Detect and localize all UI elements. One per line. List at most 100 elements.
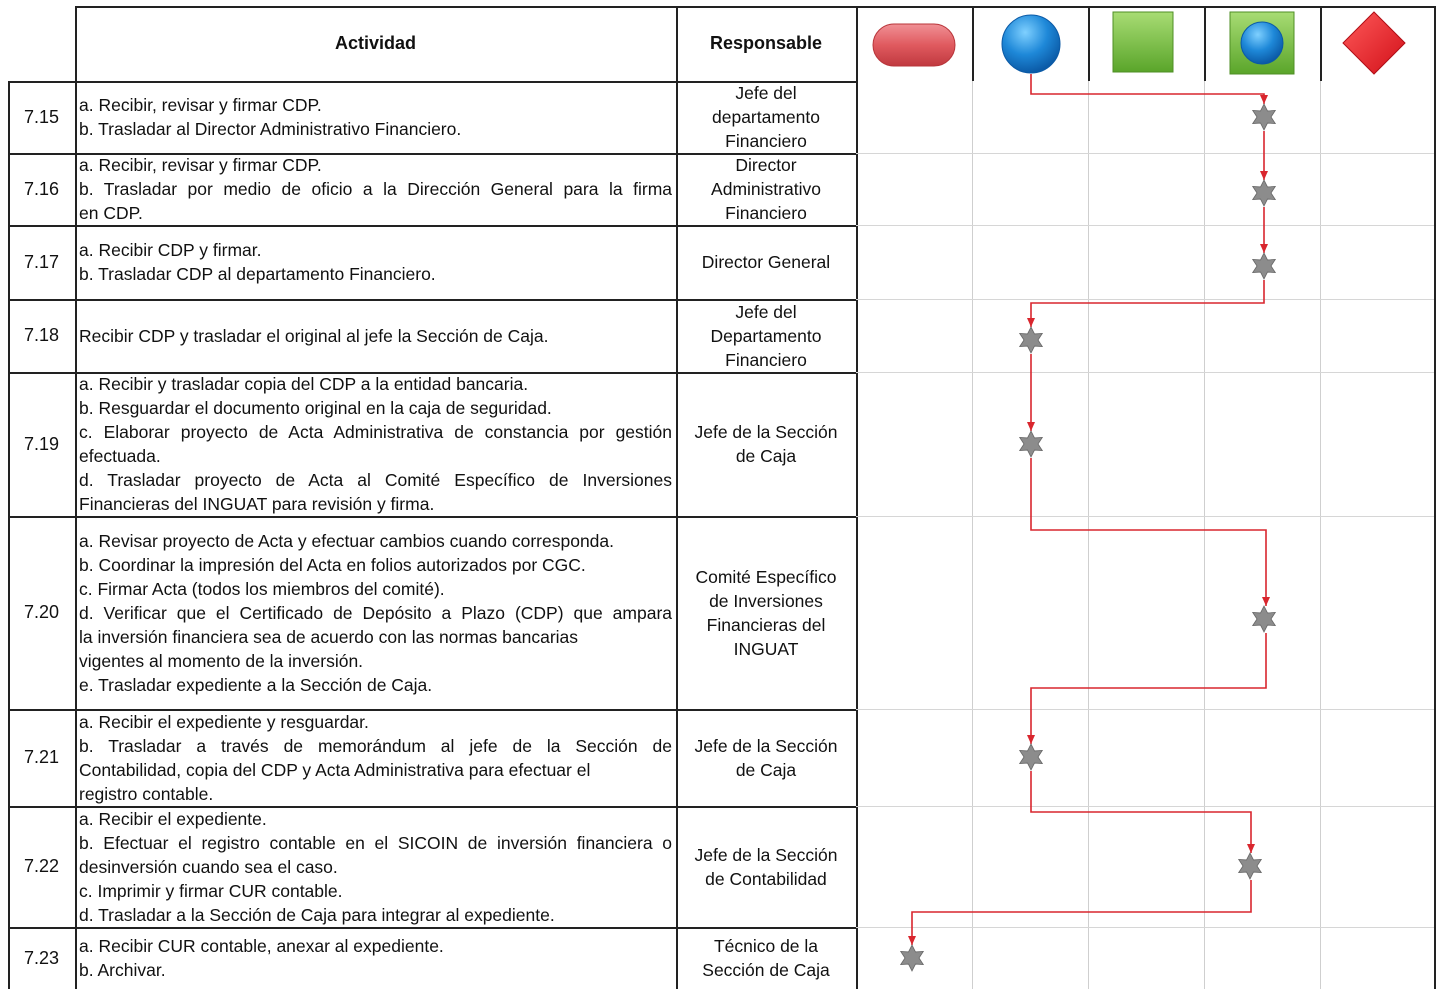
row-divider: [8, 516, 856, 518]
step-number: 7.15: [23, 106, 60, 127]
step-star-marker: [1018, 743, 1044, 771]
responsible-line: Jefe de la Sección: [694, 422, 838, 442]
responsible-column-header: Responsable: [709, 33, 823, 53]
activity-line: a. Recibir el expediente y resguardar.: [79, 711, 369, 732]
responsible-cell: Director General: [676, 225, 856, 299]
activity-description: a. Recibir el expediente.b. Efectuar el …: [75, 806, 676, 927]
flow-arrowhead: [1260, 95, 1268, 104]
row-divider: [8, 225, 856, 227]
activity-line: b. Archivar.: [79, 960, 166, 980]
lane-row-gridline: [856, 153, 1434, 154]
step-number: 7.21: [23, 747, 60, 767]
symbol-divider: [1204, 6, 1206, 81]
lane-gridline: [1320, 81, 1321, 989]
activity-line: b. Resguardar el documento original en l…: [79, 398, 552, 418]
row-divider: [8, 927, 856, 929]
activity-line: a. Recibir CDP y firmar.: [79, 240, 262, 260]
header-bottom-border: [8, 81, 856, 83]
lane-row-gridline: [856, 516, 1434, 517]
step-star-marker: [1251, 103, 1277, 131]
lane-gridline: [1204, 81, 1205, 989]
activity-line: c. Elaborar proyecto de Acta Administrat…: [79, 422, 672, 442]
step-number: 7.19: [23, 433, 60, 454]
lane-row-gridline: [856, 806, 1434, 807]
responsible-line: Jefe de la Sección: [694, 735, 838, 756]
flow-connector: [1030, 458, 1267, 606]
activity-description: a. Recibir, revisar y firmar CDP. b. Tras…: [75, 81, 676, 153]
table-top-border: [75, 6, 1434, 8]
activity-description: Recibir CDP y trasladar el original al j…: [75, 299, 676, 372]
activity-line: c. Imprimir y firmar CUR contable.: [79, 880, 343, 901]
lane-row-gridline: [856, 372, 1434, 373]
flow-connector: [1030, 280, 1265, 327]
responsible-line: Financieras del: [706, 614, 826, 635]
responsible-line: de Inversiones: [709, 590, 823, 611]
activity-line: d. Trasladar proyecto de Acta al Comité …: [79, 470, 672, 490]
step-star-marker: [1251, 179, 1277, 207]
table-right-border: [1434, 6, 1436, 989]
activity-line: b. Trasladar al Director Administrativo …: [79, 119, 462, 139]
activity-line: a. Revisar proyecto de Acta y efectuar c…: [79, 530, 615, 551]
step-number: 7.17: [23, 251, 60, 272]
flow-arrowhead: [1247, 844, 1255, 853]
activity-line: registro contable.: [79, 783, 214, 804]
activity-line: b. Efectuar el registro contable en el S…: [79, 832, 672, 853]
flow-arrowhead: [1262, 597, 1270, 606]
activity-line: en CDP.: [79, 203, 143, 223]
activity-line: a. Recibir, revisar y firmar CDP.: [79, 95, 322, 115]
activity-line: efectuada.: [79, 446, 161, 466]
responsible-line: Director General: [701, 252, 831, 272]
responsible-line: Financiero: [725, 349, 807, 370]
responsible-line: Jefe del: [735, 83, 797, 103]
document-square-symbol: [1112, 11, 1174, 73]
subprocess-symbol: [1229, 11, 1295, 75]
activity-line: d. Verificar que el Certificado de Depós…: [79, 602, 672, 623]
row-divider: [8, 153, 856, 155]
activity-line: Financieras del INGUAT para revisión y f…: [79, 494, 435, 514]
responsible-line: Financiero: [725, 203, 807, 223]
column-divider: [676, 6, 678, 989]
responsible-cell: Jefe de la Sección de Contabilidad: [676, 806, 856, 927]
row-divider: [8, 709, 856, 711]
activity-line: b. Coordinar la impresión del Acta en fo…: [79, 554, 586, 575]
activity-line: Recibir CDP y trasladar el original al j…: [79, 325, 549, 346]
step-star-marker: [899, 944, 925, 972]
step-number: 7.16: [23, 178, 60, 199]
step-star-marker: [1018, 430, 1044, 458]
flow-arrowhead: [1027, 735, 1035, 744]
activity-description: a. Recibir CUR contable, anexar al exped…: [75, 927, 676, 989]
responsible-line: Comité Específico: [695, 566, 837, 587]
activity-line: a. Recibir CUR contable, anexar al exped…: [79, 936, 444, 956]
activity-line: desinversión cuando sea el caso.: [79, 856, 338, 877]
flow-arrowhead: [1027, 422, 1035, 431]
step-star-marker: [1237, 852, 1263, 880]
responsible-line: Jefe de la Sección: [694, 844, 838, 865]
lane-row-gridline: [856, 225, 1434, 226]
activity-line: vigentes al momento de la inversión.: [79, 650, 364, 671]
step-number: 7.18: [23, 325, 60, 345]
activity-line: b. Trasladar CDP al departamento Financi…: [79, 264, 436, 284]
process-circle-symbol: [1001, 14, 1061, 74]
lane-gridline: [1088, 81, 1089, 989]
responsible-line: de Contabilidad: [705, 868, 827, 889]
terminal-symbol: [872, 23, 956, 67]
flow-arrowhead: [1027, 318, 1035, 327]
activity-line: e. Trasladar expediente a la Sección de …: [79, 674, 433, 695]
activity-description: a. Recibir, revisar y firmar CDP.b. Tras…: [75, 153, 676, 225]
lane-row-gridline: [856, 299, 1434, 300]
activity-description: a. Recibir CDP y firmar. b. Trasladar CDP…: [75, 225, 676, 299]
step-number: 7.20: [23, 602, 60, 622]
lane-row-gridline: [856, 927, 1434, 928]
activity-line: a. Recibir, revisar y firmar CDP.: [79, 155, 322, 175]
row-divider: [8, 299, 856, 301]
symbol-divider: [1320, 6, 1322, 81]
flow-arrowhead: [1260, 171, 1268, 180]
step-number: 7.22: [23, 856, 60, 876]
step-number: 7.23: [23, 947, 60, 968]
responsible-line: Director: [735, 155, 797, 175]
flow-connector: [1030, 74, 1265, 104]
